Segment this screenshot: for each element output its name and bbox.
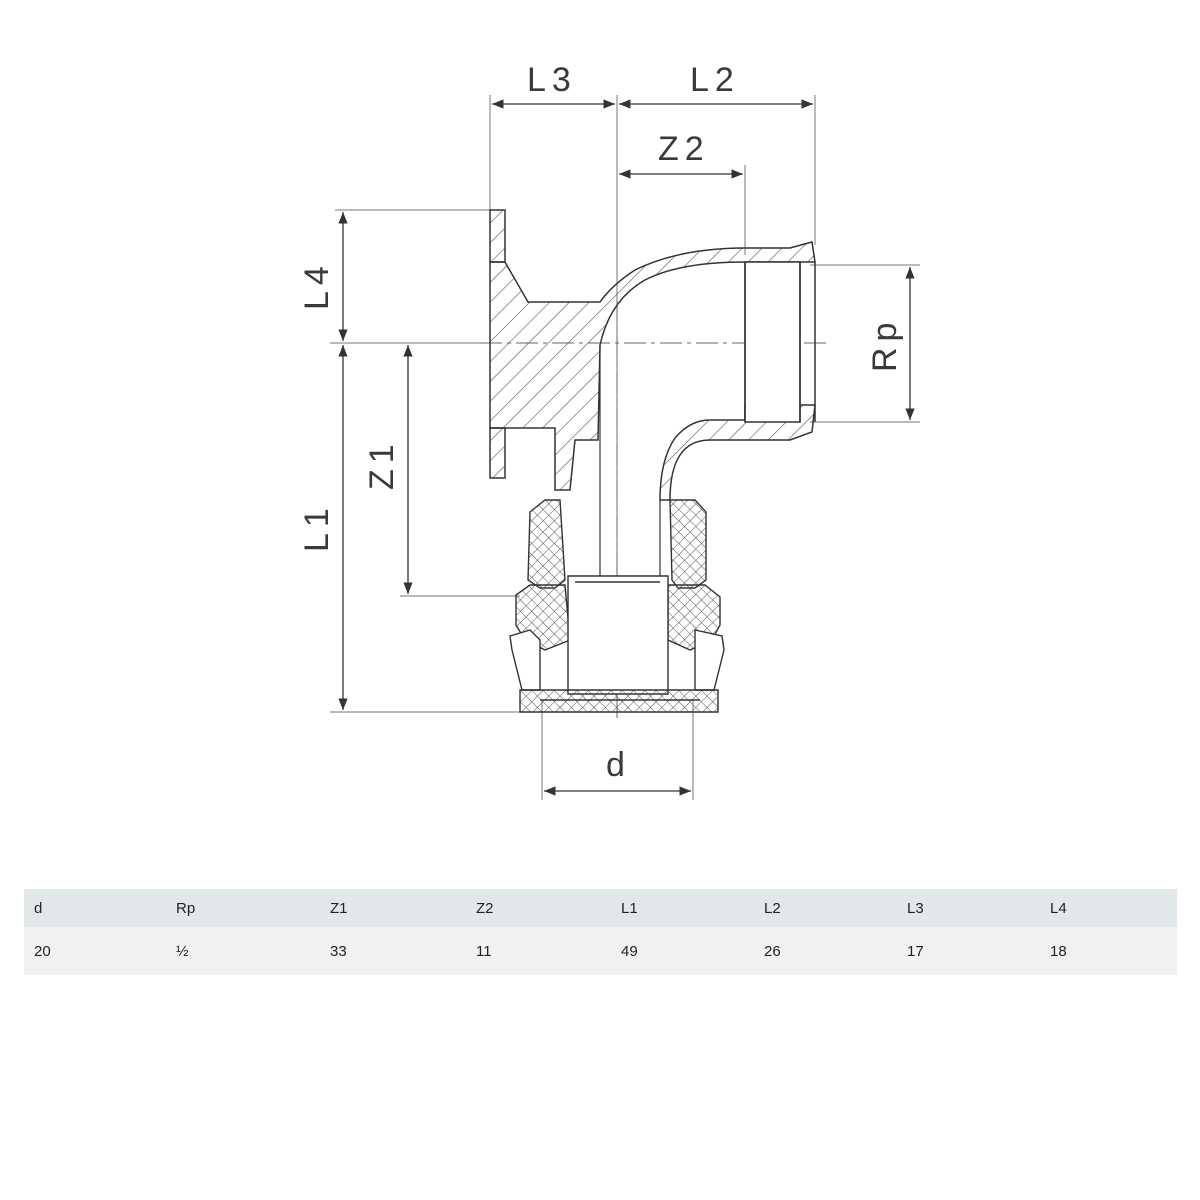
table-row: 20 ½ 33 11 49 26 17 18 — [24, 927, 1177, 975]
cell-l1: 49 — [621, 942, 638, 960]
dimension-table: d Rp Z1 Z2 L1 L2 L3 L4 20 ½ 33 11 49 26 … — [24, 889, 1177, 975]
header-l4: L4 — [1050, 899, 1067, 917]
insert-sleeve — [567, 575, 669, 695]
label-d: d — [606, 746, 625, 784]
cell-rp: ½ — [176, 942, 189, 960]
end-cap — [519, 689, 719, 713]
cell-z1: 33 — [330, 942, 347, 960]
label-l4: L4 — [298, 260, 336, 310]
cell-l2: 26 — [764, 942, 781, 960]
header-d: d — [34, 899, 43, 917]
header-rp: Rp — [176, 899, 196, 917]
header-l2: L2 — [764, 899, 781, 917]
header-l3: L3 — [907, 899, 924, 917]
fitting-technical-drawing: L3 L2 Z2 L4 L1 Z1 Rp d — [298, 61, 920, 800]
table-header-row: d Rp Z1 Z2 L1 L2 L3 L4 — [24, 889, 1177, 927]
sleeve-right — [669, 499, 707, 589]
cell-d: 20 — [34, 942, 51, 960]
cell-z2: 11 — [476, 942, 492, 960]
header-z1: Z1 — [330, 899, 348, 917]
cell-l3: 17 — [907, 942, 924, 960]
label-l3: L3 — [527, 61, 577, 99]
dimension-lines — [338, 99, 915, 796]
elbow-left-wall — [489, 241, 816, 491]
header-z2: Z2 — [476, 899, 494, 917]
threaded-socket — [744, 261, 801, 423]
label-z1: Z1 — [363, 438, 401, 490]
sleeve-left — [527, 499, 566, 589]
cell-l4: 18 — [1050, 942, 1067, 960]
press-connector — [509, 499, 725, 713]
grip-ring-right — [694, 629, 725, 691]
label-l2: L2 — [690, 61, 740, 99]
label-rp: Rp — [866, 317, 904, 372]
header-l1: L1 — [621, 899, 638, 917]
wall-flange-lower — [489, 427, 506, 479]
wall-flange — [489, 209, 506, 263]
label-z2: Z2 — [658, 130, 710, 168]
label-l1: L1 — [298, 502, 336, 552]
grip-ring-left — [509, 629, 541, 691]
fitting-body — [489, 209, 816, 590]
